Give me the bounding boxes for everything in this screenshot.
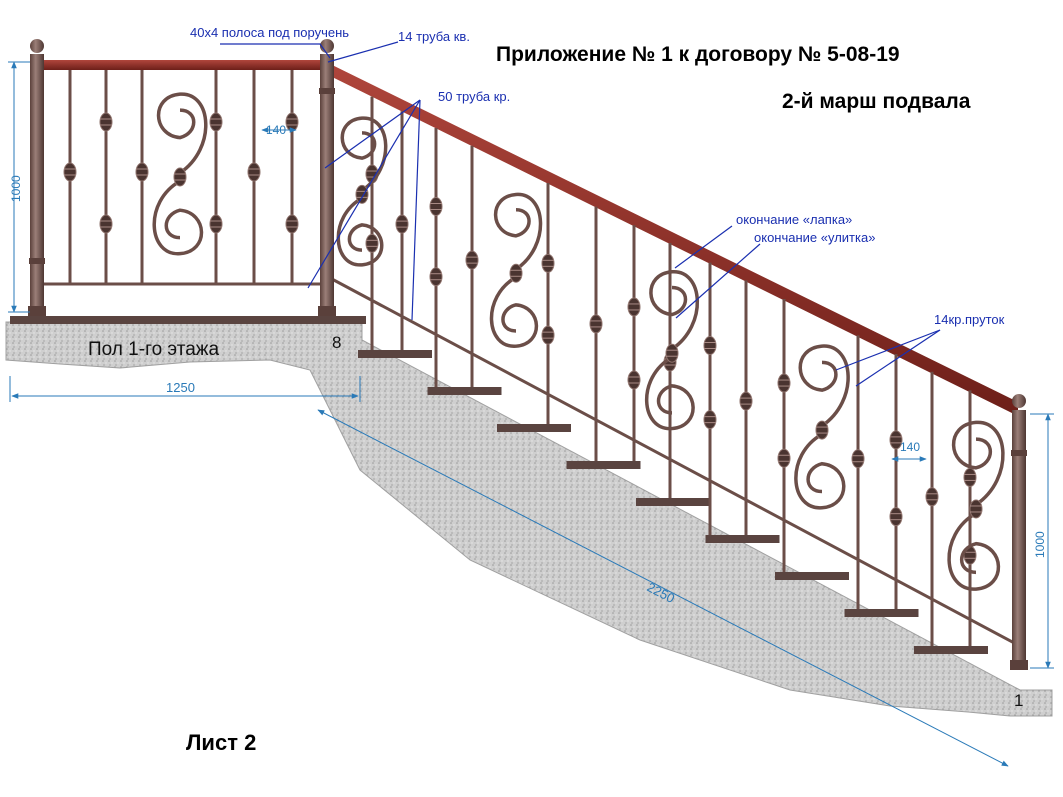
baluster-stair [703, 262, 717, 535]
stair-tread [914, 646, 988, 654]
baluster-stair [429, 128, 443, 387]
stair-tread [636, 498, 710, 506]
baluster-landing [63, 70, 77, 284]
baluster-stair [541, 183, 555, 424]
step-number-bottom: 1 [1014, 691, 1023, 710]
baluster-stair [627, 225, 641, 461]
stair-tread [427, 387, 502, 395]
subtitle: 2-й марш подвала [782, 90, 971, 113]
baluster-landing [99, 70, 113, 284]
baluster-stair [465, 145, 479, 387]
dim-spacing-right: 140 [900, 440, 920, 454]
floor-label: Пол 1-го этажа [88, 339, 219, 360]
stair-tread [775, 572, 849, 580]
sheet-label: Лист 2 [186, 730, 256, 755]
baluster-landing [135, 70, 149, 284]
leader-lines [220, 41, 941, 387]
dim-spacing-top: 140 [266, 123, 286, 137]
stair-tread [705, 535, 780, 543]
baluster-stair [777, 299, 791, 572]
dim-left-height: 1000 [9, 175, 23, 202]
callout-end-paw: окончание «лапка» [736, 212, 852, 227]
stair-tread [358, 350, 432, 358]
baluster-stair [663, 243, 677, 498]
callout-round-tube: 50 труба кр. [438, 89, 510, 104]
baluster-landing [247, 70, 261, 284]
scroll-ornament [152, 92, 208, 256]
stair-tread [497, 424, 571, 432]
callout-square-tube: 14 труба кв. [398, 29, 470, 44]
landing-floor-plate [10, 316, 366, 324]
scroll-ornament [947, 420, 1005, 591]
title: Приложение № 1 к договору № 5-08-19 [496, 43, 900, 66]
scroll-ornament [794, 344, 850, 510]
baluster-stair [851, 335, 865, 609]
post-left [28, 39, 46, 316]
dimension-lines [8, 61, 1054, 767]
post-right [1010, 394, 1028, 670]
callout-end-snail: окончание «улитка» [754, 230, 875, 245]
baluster-stair [365, 96, 379, 350]
scroll-ornament [489, 192, 543, 348]
callout-strip: 40х4 полоса под поручень [190, 25, 349, 40]
post-middle [318, 39, 336, 316]
scroll-ornament [644, 270, 700, 431]
step-number-top: 8 [332, 333, 341, 352]
stair-tread [566, 461, 641, 469]
callout-rod: 14кр.пруток [934, 312, 1005, 327]
dim-right-height: 1000 [1033, 531, 1047, 558]
scroll-ornament [336, 116, 388, 267]
stair-tread [844, 609, 919, 617]
dim-landing-length: 1250 [166, 380, 195, 395]
baluster-stair [889, 354, 903, 609]
handrail [38, 60, 1018, 416]
baluster-landing [285, 70, 299, 284]
baluster-landing [209, 70, 223, 284]
baluster-stair [395, 111, 409, 350]
baluster-stair [925, 371, 939, 646]
